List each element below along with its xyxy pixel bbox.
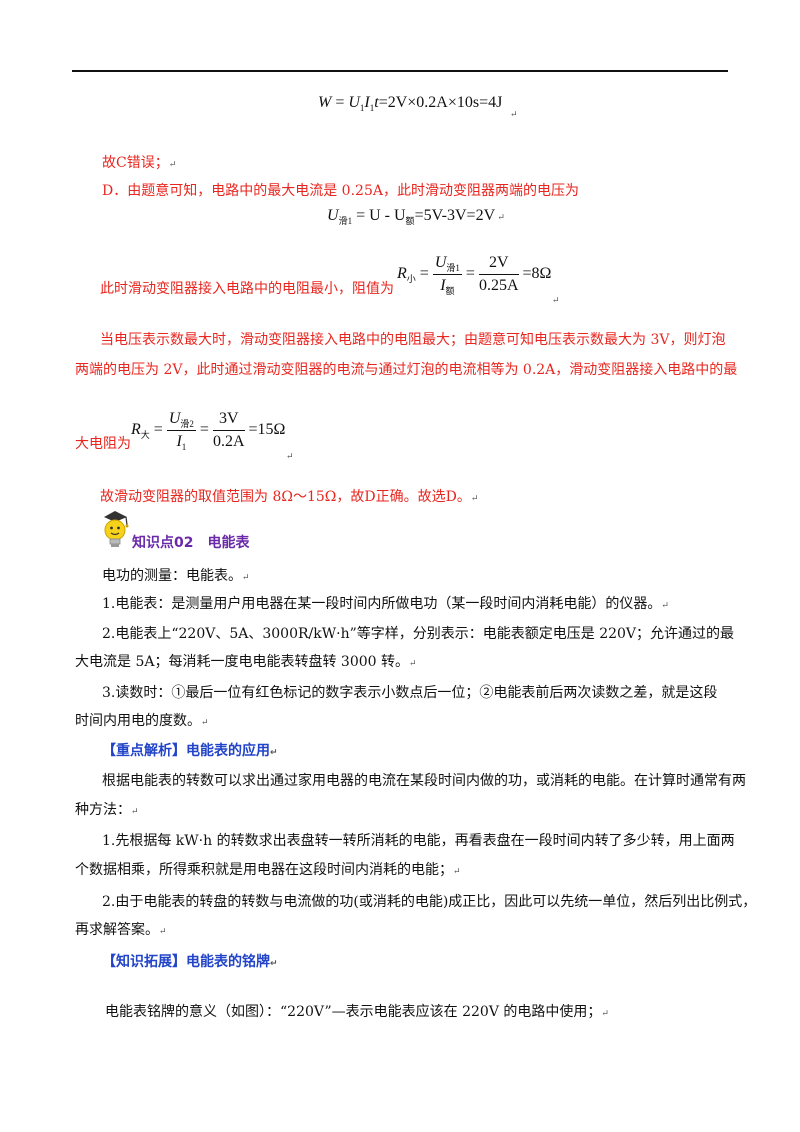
para-max-line1: 当电压表示数最大时，滑动变阻器接入电路中的电阻最大；由题意可知电压表示数最大为 … [100, 332, 726, 348]
equation-work: W = U1I1t=2V×0.2A×10s=4J [318, 94, 503, 113]
section-title: 知识点02 电能表 [132, 535, 250, 551]
paragraph-nameplate: 电能表铭牌的意义（如图）：“220V”—表示电能表应该在 220V 的电路中使用… [105, 1004, 609, 1020]
paragraph-application-2: 种方法：↵ [75, 802, 139, 818]
paragraph-method1-2: 个数据相乘，所得乘积就是用电器在这段时间内消耗的电能；↵ [75, 862, 461, 878]
paragraph-measure: 电功的测量：电能表。↵ [102, 568, 250, 584]
focus-title: 【重点解析】电能表的应用↵ [102, 743, 278, 759]
para-max-line2: 两端的电压为 2V，此时通过滑动变阻器的电流与通过灯泡的电流相等为 0.2A，滑… [75, 362, 738, 378]
paragraph-meter-label-2: 大电流是 5A；每消耗一度电电能表转盘转 3000 转。↵ [75, 654, 417, 670]
paragraph-application-1: 根据电能表的转数可以求出通过家用电器的电流在某段时间内做的功，或消耗的电能。在计… [102, 773, 746, 789]
paragraph-method2-2: 再求解答案。↵ [75, 922, 167, 938]
lightbulb-icon [100, 508, 130, 552]
line-range: 故滑动变阻器的取值范围为 8Ω～15Ω，故D正确。故选D。↵ [100, 489, 479, 505]
paragraph-reading-2: 时间内用电的度数。↵ [75, 713, 209, 729]
paragraph-method2-1: 2.由于电能表的转盘的转数与电流做的功(或消耗的电能)成正比，因此可以先统一单位… [102, 894, 757, 910]
para-mark: ↵ [552, 296, 560, 306]
para-mark: ↵ [510, 110, 518, 120]
paragraph-reading-1: 3.读数时：①最后一位有红色标记的数字表示小数点后一位；②电能表前后两次读数之差… [102, 685, 718, 701]
equation-voltage: U滑1 = U - U额=5V-3V=2V ↵ [327, 207, 505, 226]
header-rule [72, 70, 728, 72]
paragraph-meter-def: 1.电能表：是测量用户用电器在某一段时间内所做电功（某一段时间内消耗电能）的仪器… [102, 596, 669, 612]
line-c-wrong: 故C错误；↵ [102, 155, 177, 171]
line-min-resistance: 此时滑动变阻器接入电路中的电阻最小，阻值为 [100, 281, 394, 297]
paragraph-meter-label-1: 2.电能表上“220V、5A、3000R/kW·h”等字样，分别表示：电能表额定… [102, 626, 735, 642]
line-d-analysis: D．由题意可知，电路中的最大电流是 0.25A，此时滑动变阻器两端的电压为 [102, 183, 579, 199]
line-max-resistance: 大电阻为 [75, 436, 131, 452]
para-mark: ↵ [286, 452, 294, 462]
extension-title: 【知识拓展】电能表的铭牌↵ [102, 954, 278, 970]
paragraph-method1-1: 1.先根据每 kW·h 的转数求出表盘转一转所消耗的电能，再看表盘在一段时间内转… [102, 833, 735, 849]
